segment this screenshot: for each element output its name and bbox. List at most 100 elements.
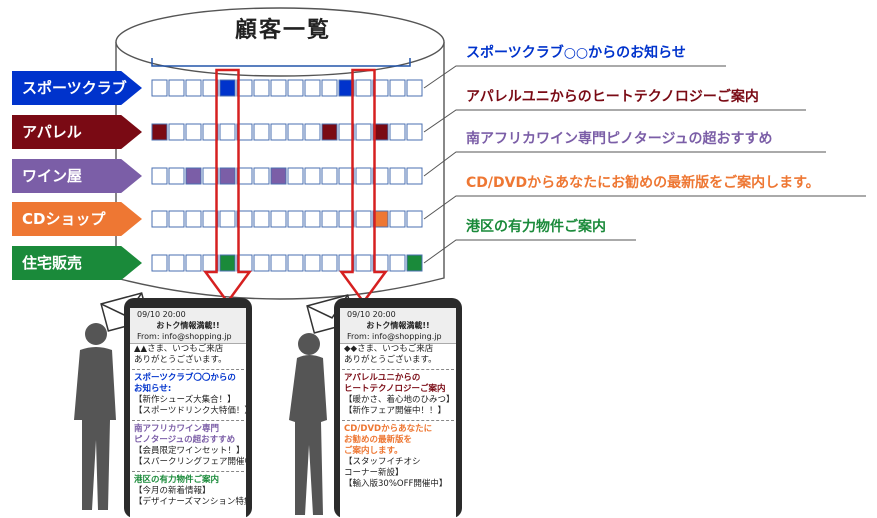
customer-cell: [355, 79, 372, 97]
leader-line: [423, 195, 866, 220]
customer-cell: [270, 123, 287, 141]
customer-cell: [151, 210, 168, 228]
email-divider: [132, 471, 244, 472]
email-text-line: ありがとうございます。: [134, 355, 227, 365]
leader-line: [423, 109, 806, 133]
selection-arrows: [203, 68, 388, 305]
campaign-label: 南アフリカワイン専門ピノタージュの超おすすめ: [466, 131, 773, 147]
customer-cell: [185, 79, 202, 97]
email-text-line: 09/10 20:00: [347, 310, 396, 319]
customer-cell: [151, 79, 168, 97]
customer-cell: [406, 167, 423, 185]
customer-cell-selected: [372, 123, 389, 141]
customer-cell: [389, 210, 406, 228]
customer-cell-selected: [372, 210, 389, 228]
customer-cell: [253, 79, 270, 97]
person-silhouette-icon: [74, 323, 116, 510]
segment-tag: ワイン屋: [12, 159, 142, 193]
email-text-line: 【会員限定ワインセット！】: [134, 446, 245, 456]
customer-cell: [338, 210, 355, 228]
customer-cell-selected: [219, 79, 236, 97]
customer-cell: [304, 210, 321, 228]
email-divider: [342, 420, 454, 421]
customer-cell: [236, 79, 253, 97]
customer-cell: [304, 123, 321, 141]
email-text-line: コーナー新設】: [344, 468, 404, 478]
email-text-line: アパレルユニからの: [344, 373, 421, 383]
customer-cell: [372, 79, 389, 97]
customer-cell: [253, 167, 270, 185]
email-text-line: ◆◆さま、いつもご来店: [344, 344, 434, 354]
campaign-label: アパレルユニからのヒートテクノロジーご案内: [466, 89, 759, 105]
customer-grid: [151, 79, 423, 272]
person-silhouette-icon: [289, 333, 327, 515]
cylinder-top: [115, 7, 445, 77]
customer-cell: [287, 79, 304, 97]
customer-cell: [304, 254, 321, 272]
customer-cell: [236, 210, 253, 228]
customer-cell: [355, 210, 372, 228]
customer-list-title: 顧客一覧: [234, 18, 331, 43]
email-text-line: 【スタッフイチオシ: [344, 457, 421, 467]
email-text-line: 南アフリカワイン専門: [134, 424, 220, 434]
email-text-line: 09/10 20:00: [137, 310, 186, 319]
customer-cell: [270, 210, 287, 228]
customer-cell-selected: [185, 167, 202, 185]
customer-cell-selected: [270, 167, 287, 185]
email-divider: [342, 369, 454, 370]
customer-cell: [236, 123, 253, 141]
customer-cell: [236, 167, 253, 185]
customer-cell: [185, 123, 202, 141]
segment-tag: アパレル: [12, 115, 142, 149]
customer-cell: [202, 210, 219, 228]
customer-cell: [355, 123, 372, 141]
customer-cell: [406, 210, 423, 228]
segment-tag: スポーツクラブ: [12, 71, 142, 105]
email-text-line: CD/DVDからあなたに: [344, 424, 433, 434]
customer-cell-selected: [406, 254, 423, 272]
segment-tag: 住宅販売: [12, 246, 142, 280]
customer-cell: [389, 167, 406, 185]
email-text-line: 【デザイナーズマンション特集】: [134, 497, 246, 507]
customer-cell: [321, 210, 338, 228]
customer-cell-selected: [151, 123, 168, 141]
customer-cell: [168, 79, 185, 97]
customer-cell: [321, 167, 338, 185]
email-subj: おトク情報満載!!: [366, 321, 430, 330]
customer-cell: [321, 79, 338, 97]
email-text-line: 港区の有力物件ご案内: [134, 475, 220, 485]
leader-line: [423, 239, 636, 264]
customer-cell: [185, 254, 202, 272]
customer-cell: [270, 254, 287, 272]
email-text-line: ありがとうございます。: [344, 355, 437, 365]
customer-cell: [253, 254, 270, 272]
customer-cell: [151, 254, 168, 272]
customer-cell: [168, 167, 185, 185]
campaign-label: CD/DVDからあなたにお勧めの最新版をご案内します。: [466, 175, 820, 191]
grid-bracket: [151, 58, 411, 67]
customer-cell: [287, 167, 304, 185]
customer-cell-selected: [219, 167, 236, 185]
customer-cell: [321, 254, 338, 272]
email-text-line: 【スポーツドリンク大特価！】: [134, 406, 246, 416]
customer-cell: [168, 123, 185, 141]
customer-cell: [202, 167, 219, 185]
customer-cell: [389, 79, 406, 97]
customer-cell: [355, 254, 372, 272]
customer-cell: [389, 254, 406, 272]
customer-cell: [151, 167, 168, 185]
customer-cell: [202, 79, 219, 97]
customer-cell: [185, 210, 202, 228]
email-text-line: 【輸入版30%OFF開催中】: [344, 479, 448, 489]
email-divider: [132, 369, 244, 370]
customer-cell-selected: [219, 254, 236, 272]
customer-cell: [406, 123, 423, 141]
email-text-line: お知らせ:: [134, 384, 172, 394]
customer-cell: [287, 210, 304, 228]
email-divider: [132, 420, 244, 421]
email-subj: おトク情報満載!!: [156, 321, 220, 330]
